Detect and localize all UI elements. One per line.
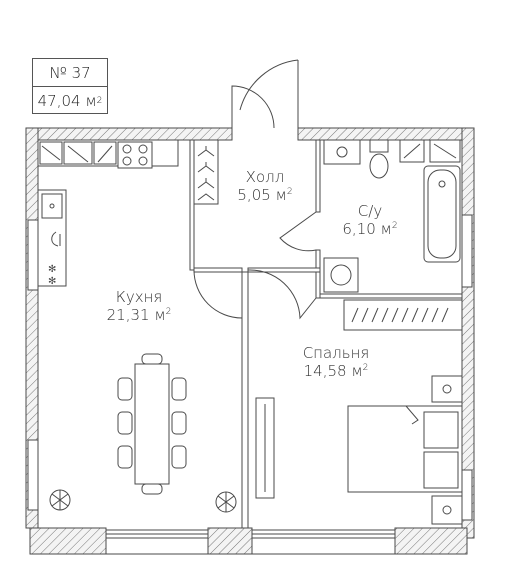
room-bathroom: С/у 6,10 м2 [330,202,410,238]
room-bedroom-name: Спальня [302,344,370,362]
room-kitchen-area-sup: 2 [165,307,172,317]
stove-icon [117,141,153,169]
room-bedroom-area: 14,58 м2 [286,362,386,380]
kitchen-counter: ✻ ✻ [37,139,179,287]
hall-left-wall [189,139,195,271]
bedroom-furniture [255,375,463,525]
bath-left-wall-top [315,139,321,213]
unit-area-value: 47,04 м [37,92,97,110]
sink-icon [323,139,361,165]
dining-table-icon [117,353,187,495]
bedroom-left-wall [241,271,249,529]
room-hall: Холл 5,05 м2 [225,168,305,204]
room-kitchen-area-value: 21,31 м [106,306,166,324]
room-hall-area-value: 5,05 м [237,186,287,204]
hanger-icon [193,139,219,205]
kitchen-door-arc [193,269,243,319]
interior-walls [189,139,463,529]
room-kitchen-name: Кухня [115,288,163,306]
bed-icon [347,405,463,493]
room-bathroom-area-sup: 2 [391,221,398,231]
bottom-wall-2 [207,527,253,555]
bathroom-fixtures [323,139,461,293]
bath-left-wall-bottom [315,249,321,299]
room-bathroom-area-value: 6,10 м [342,220,392,238]
hall-bottom-right [247,267,321,273]
washing-machine-icon [323,257,359,293]
top-wall-left [25,127,233,141]
top-wall-right [297,127,475,141]
bath-bottom-wall [319,293,463,299]
window-icon [30,529,467,555]
room-kitchen-area: 21,31 м2 [94,306,184,324]
nightstand-top [431,375,463,403]
side-windows [27,214,473,521]
lamp-icon-2 [442,505,452,515]
room-hall-name: Холл [245,168,285,186]
sink-icon [41,193,63,219]
lamp-icon [442,384,452,394]
entrance-door-arc-2 [239,59,299,111]
hob-icon: ✻ [48,264,56,275]
bedroom-door-arc [247,269,317,320]
room-bedroom: Спальня 14,58 м2 [286,344,386,380]
hanger-icon [343,299,463,331]
room-bathroom-area: 6,10 м2 [330,220,410,238]
room-hall-area-sup: 2 [286,187,293,197]
faucet-icon [51,231,61,247]
room-kitchen: Кухня 21,31 м2 [94,288,184,324]
toilet-icon [369,139,389,179]
bath-door-arc [279,211,317,252]
door-icon [193,59,317,320]
room-bathroom-name: С/у [357,202,383,220]
svg-text:✻: ✻ [48,276,56,287]
room-hall-area: 5,05 м2 [225,186,305,204]
left-window-2 [27,439,39,511]
room-bedroom-area-sup: 2 [362,363,369,373]
bottom-wall-1 [29,527,107,555]
bottom-wall-3 [394,527,468,555]
right-window-2 [461,469,473,521]
cabinet-3 [93,141,117,165]
plant-icon [49,489,71,511]
room-bedroom-area-value: 14,58 м [303,362,363,380]
right-window [461,214,473,288]
left-window [27,219,39,291]
cabinet-2 [63,141,93,165]
plant-icon [215,491,237,513]
entrance-door-arc [231,85,275,129]
bathtub-icon [423,165,461,263]
unit-number: № 37 [33,59,107,87]
hall-bottom-left [193,267,243,273]
